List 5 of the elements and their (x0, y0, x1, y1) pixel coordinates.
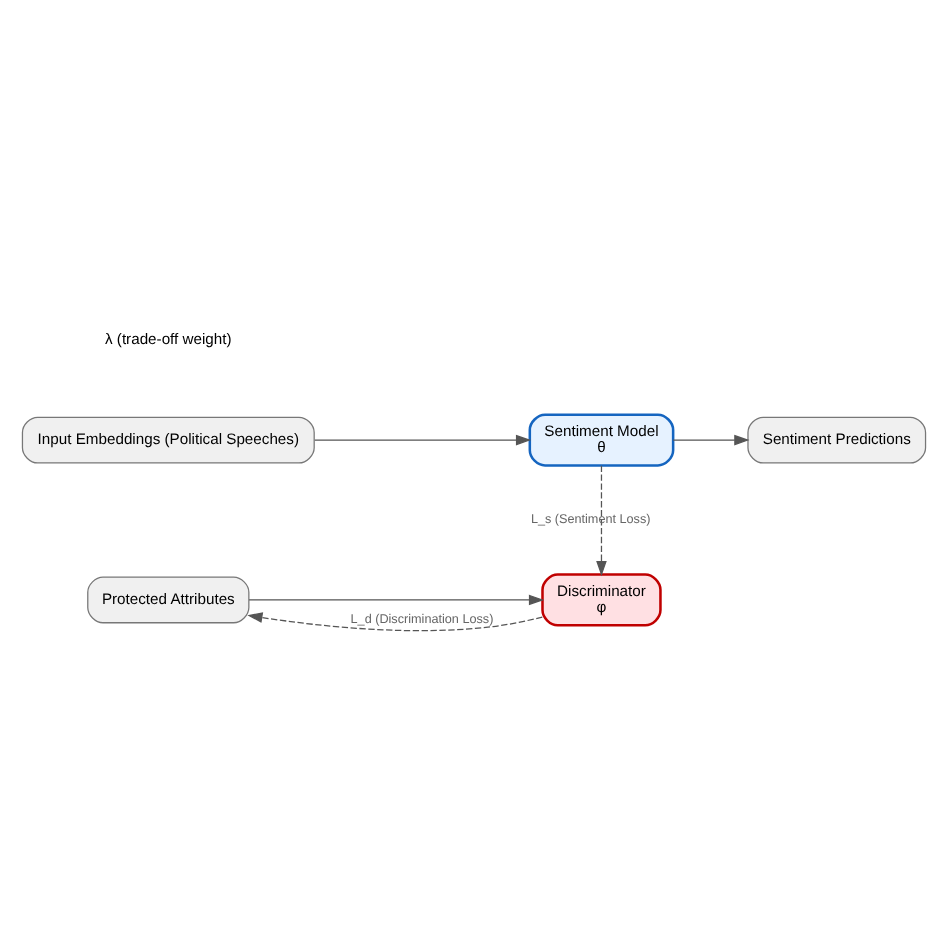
arrow (248, 594, 545, 606)
arrow (596, 465, 607, 577)
arrow (314, 434, 532, 446)
arrow (672, 434, 750, 446)
arrow (247, 612, 543, 632)
